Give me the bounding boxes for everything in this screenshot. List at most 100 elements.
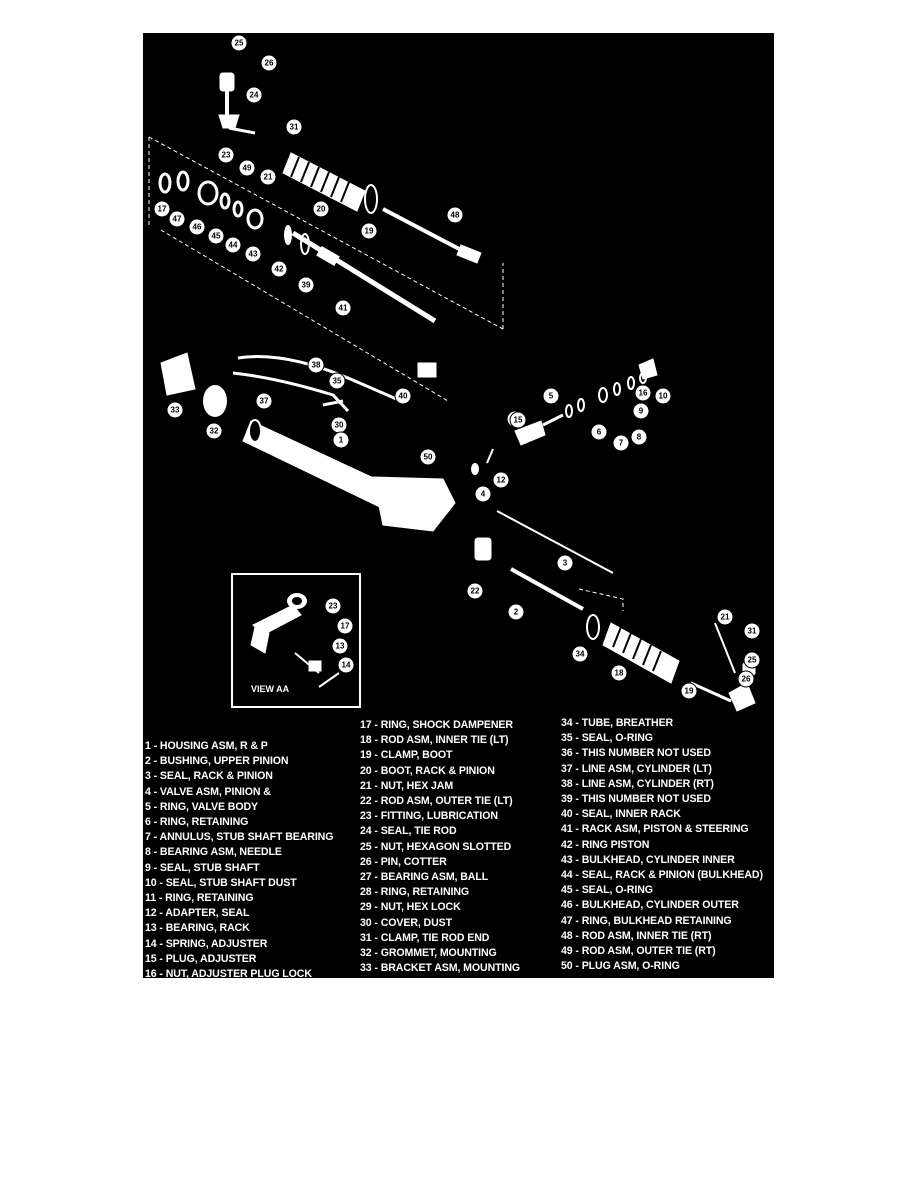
legend-entry: 28 - RING, RETAINING — [360, 886, 470, 899]
svg-text:2: 2 — [514, 608, 519, 617]
callout-48: 48 — [446, 206, 464, 224]
callout-33: 33 — [166, 401, 184, 419]
legend-entry: 22 - ROD ASM, OUTER TIE (LT) — [360, 795, 513, 808]
legend-entry: 27 - BEARING ASM, BALL — [360, 871, 489, 884]
callout-47: 47 — [168, 210, 186, 228]
callout-45: 45 — [207, 227, 225, 245]
legend-entry: 4 - VALVE ASM, PINION & — [145, 785, 271, 798]
legend-entry: 18 - ROD ASM, INNER TIE (LT) — [360, 734, 509, 747]
legend-entry: 14 - SPRING, ADJUSTER — [145, 937, 268, 950]
legend-entry: 3 - SEAL, RACK & PINION — [145, 770, 273, 783]
legend-entry: 17 - RING, SHOCK DAMPENER — [360, 719, 513, 731]
svg-text:16: 16 — [639, 389, 648, 398]
inner-rack-seal — [417, 362, 437, 378]
legend-entry: 43 - BULKHEAD, CYLINDER INNER — [561, 853, 735, 866]
svg-text:32: 32 — [210, 427, 219, 436]
legend-entry: 9 - SEAL, STUB SHAFT — [145, 861, 260, 874]
upper-assembly-boundary — [148, 136, 504, 402]
legend-entry: 31 - CLAMP, TIE ROD END — [360, 931, 490, 944]
upper-boot — [282, 152, 378, 214]
svg-text:46: 46 — [193, 223, 202, 232]
svg-text:35: 35 — [333, 377, 342, 386]
svg-text:42: 42 — [275, 265, 284, 274]
svg-text:23: 23 — [222, 151, 231, 160]
svg-text:25: 25 — [748, 656, 757, 665]
callout-44: 44 — [224, 236, 242, 254]
svg-text:31: 31 — [290, 123, 299, 132]
callout-25: 25 — [230, 34, 248, 52]
breather-tube — [496, 510, 614, 574]
callout-43: 43 — [244, 245, 262, 263]
legend-entry: 24 - SEAL, TIE ROD — [360, 825, 457, 838]
legend-entry: 44 - SEAL, RACK & PINION (BULKHEAD) — [561, 869, 763, 882]
legend-entry: 41 - RACK ASM, PISTON & STEERING — [561, 823, 749, 836]
callout-17: 17 — [153, 200, 171, 218]
svg-text:47: 47 — [173, 215, 182, 224]
callout-19: 19 — [680, 682, 698, 700]
upper-inner-tie-rod — [382, 207, 464, 253]
valve-pinion-assembly — [471, 358, 658, 475]
legend-entry: 46 - BULKHEAD, CYLINDER OUTER — [561, 899, 739, 912]
callout-24: 24 — [245, 86, 263, 104]
callout-21: 21 — [716, 608, 734, 626]
svg-text:15: 15 — [514, 416, 523, 425]
callout-6: 6 — [590, 423, 608, 441]
legend-entry: 7 - ANNULUS, STUB SHAFT BEARING — [145, 831, 334, 844]
legend-entry: 45 - SEAL, O-RING — [561, 884, 653, 897]
legend-entry: 2 - BUSHING, UPPER PINION — [145, 755, 289, 768]
svg-text:31: 31 — [748, 627, 757, 636]
view-aa-inset — [231, 573, 361, 708]
legend-entry: 10 - SEAL, STUB SHAFT DUST — [145, 876, 297, 889]
callout-8: 8 — [630, 428, 648, 446]
svg-text:14: 14 — [342, 661, 351, 670]
svg-text:21: 21 — [264, 173, 273, 182]
svg-text:45: 45 — [212, 232, 221, 241]
svg-text:40: 40 — [399, 392, 408, 401]
svg-text:6: 6 — [597, 428, 602, 437]
legend-entry: 19 - CLAMP, BOOT — [360, 749, 453, 762]
legend-entry: 49 - ROD ASM, OUTER TIE (RT) — [561, 945, 716, 958]
callout-16: 16 — [634, 384, 652, 402]
svg-text:5: 5 — [549, 392, 554, 401]
callout-21: 21 — [259, 168, 277, 186]
callout-23: 23 — [324, 597, 342, 615]
legend-entry: 13 - BEARING, RACK — [145, 922, 250, 935]
callout-46: 46 — [188, 218, 206, 236]
svg-text:24: 24 — [250, 91, 259, 100]
lower-assembly-boundary — [578, 588, 624, 611]
legend-entry: 34 - TUBE, BREATHER — [561, 717, 674, 729]
legend-entry: 33 - BRACKET ASM, MOUNTING — [360, 962, 521, 975]
callout-37: 37 — [255, 392, 273, 410]
callout-30: 30 — [330, 416, 348, 434]
callout-5: 5 — [542, 387, 560, 405]
callout-7: 7 — [612, 434, 630, 452]
svg-text:43: 43 — [249, 250, 258, 259]
svg-text:17: 17 — [341, 622, 350, 631]
upper-inner-tie-rod-ball — [456, 244, 482, 264]
lower-tie-rod-group — [474, 537, 756, 712]
svg-text:37: 37 — [260, 397, 269, 406]
callout-17: 17 — [336, 617, 354, 635]
callout-10: 10 — [654, 387, 672, 405]
svg-text:48: 48 — [451, 211, 460, 220]
legend-entry: 36 - THIS NUMBER NOT USED — [561, 747, 711, 760]
callout-34: 34 — [571, 645, 589, 663]
svg-text:19: 19 — [365, 227, 374, 236]
svg-text:3: 3 — [563, 559, 568, 568]
callout-50: 50 — [419, 448, 437, 466]
legend-entry: 35 - SEAL, O-RING — [561, 732, 653, 745]
legend-entry: 40 - SEAL, INNER RACK — [561, 808, 681, 821]
svg-text:25: 25 — [235, 39, 244, 48]
legend-entry: 11 - RING, RETAINING — [145, 892, 254, 905]
mounting-bracket — [160, 352, 227, 417]
callout-14: 14 — [337, 656, 355, 674]
svg-text:4: 4 — [481, 490, 486, 499]
svg-text:49: 49 — [243, 164, 252, 173]
svg-text:20: 20 — [317, 205, 326, 214]
svg-text:30: 30 — [335, 421, 344, 430]
legend-entry: 26 - PIN, COTTER — [360, 855, 447, 868]
callout-1: 1 — [332, 431, 350, 449]
svg-text:10: 10 — [659, 392, 668, 401]
